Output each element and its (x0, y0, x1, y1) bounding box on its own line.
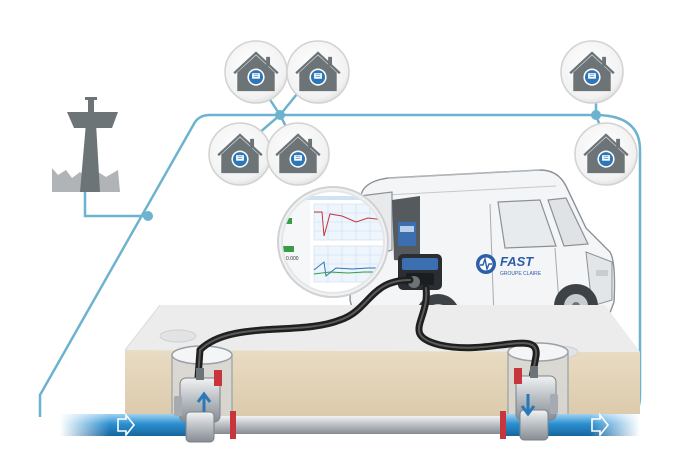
screen-readout: 0.000 (286, 256, 299, 262)
flow-up-arrow-icon (196, 391, 212, 412)
house-bubble (560, 40, 624, 104)
house-bubble (574, 122, 638, 186)
water-tower-icon (52, 97, 120, 192)
software-magnifier: 0.000 (277, 186, 389, 298)
junction-node (143, 211, 153, 221)
sensor-valve-right (514, 366, 558, 441)
sensor-valve-left (174, 368, 222, 443)
junction-nodes (143, 110, 601, 221)
van-brand-label: FAST (500, 254, 534, 269)
sensor-hoses (194, 276, 540, 382)
house-bubble (208, 122, 272, 186)
measurement-device (398, 254, 442, 290)
brand-logo-icon (476, 254, 496, 274)
house-bubble (286, 40, 350, 104)
junction-node (275, 110, 285, 120)
van-subtitle-label: GROUPE CLAIRE (500, 271, 542, 277)
flow-down-arrow-icon (520, 394, 536, 417)
house-bubble (266, 122, 330, 186)
house-bubble (224, 40, 288, 104)
flow-arrow-icon (591, 412, 610, 438)
flow-arrow-icon (117, 412, 136, 438)
junction-node (591, 110, 601, 120)
